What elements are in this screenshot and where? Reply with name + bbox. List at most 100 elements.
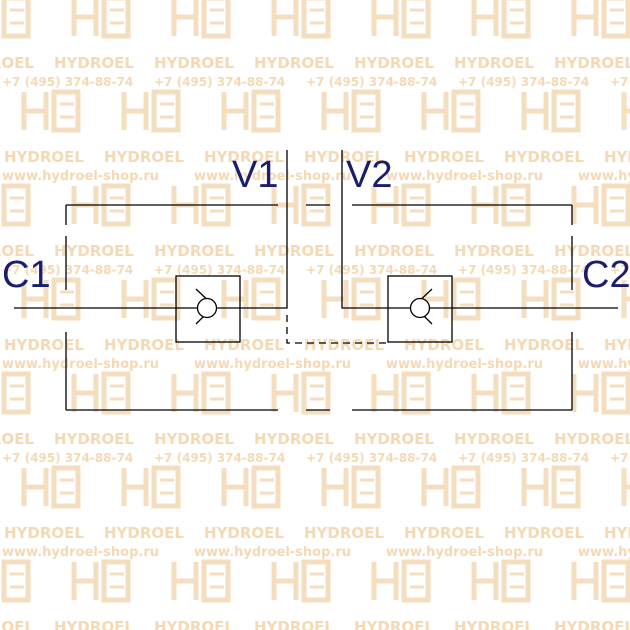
- watermark-logo: [321, 465, 381, 509]
- watermark-brand: HYDROEL: [154, 430, 234, 448]
- watermark-brand: HYDROEL: [0, 618, 34, 630]
- watermark-url: www.hydroel-shop.ru: [194, 545, 351, 560]
- watermark-phone: +7 (495) 374-88-74: [306, 75, 437, 89]
- watermark-brand: HYDROEL: [54, 242, 134, 260]
- watermark-logo: [371, 559, 431, 603]
- watermark-brand: HYDROEL: [54, 618, 134, 630]
- watermark-logo: [571, 371, 630, 415]
- watermark-logo: [171, 371, 231, 415]
- watermark-logo: [221, 277, 281, 321]
- watermark-brand: HYDROEL: [454, 242, 534, 260]
- watermark-brand: HYDROEL: [104, 524, 184, 542]
- watermark-url: www.hydroel-shop.ru: [386, 169, 543, 184]
- watermark-url: www.hydroel-shop.ru: [2, 357, 159, 372]
- watermark-brand: HYDROEL: [154, 242, 234, 260]
- watermark-brand: HYDROEL: [154, 618, 234, 630]
- watermark-logo: [1, 0, 31, 39]
- watermark-logo: [71, 0, 131, 39]
- watermark-phone: +7 (495) 374-88-74: [458, 263, 589, 277]
- watermark-brand: HYDROEL: [0, 430, 34, 448]
- watermark-brand: HYDROEL: [454, 54, 534, 72]
- watermark-logo: [571, 183, 630, 227]
- watermark-brand: HYDROEL: [304, 336, 384, 354]
- watermark-brand: HYDROEL: [204, 524, 284, 542]
- watermark-brand: HYDROEL: [604, 336, 630, 354]
- watermark-brand: HYDROEL: [554, 618, 630, 630]
- check-valve-1-ball: [196, 297, 218, 319]
- watermark-logo: [621, 92, 630, 130]
- watermark-phone: +7 (495) 374-88-74: [2, 451, 133, 465]
- watermark-url: www.hydroel-shop.ru: [386, 545, 543, 560]
- v1-line: [14, 150, 288, 309]
- v2-line: [341, 150, 618, 309]
- check-valve-2-body: [387, 275, 453, 343]
- watermark-phone: +7 (495) 374-88-74: [306, 451, 437, 465]
- watermark-brand: HYDROEL: [454, 430, 534, 448]
- watermark-logo: [421, 465, 481, 509]
- watermark-url: www.hydroel-shop.ru: [2, 169, 159, 184]
- watermark-logo: [1, 371, 31, 415]
- watermark-url: www.hydroel-shop.ru: [2, 545, 159, 560]
- watermark-logo: [271, 0, 331, 39]
- watermark-brand: HYDROEL: [504, 148, 584, 166]
- watermark-brand: HYDROEL: [404, 148, 484, 166]
- watermark-logo: [521, 465, 581, 509]
- watermark-brand: HYDROEL: [154, 54, 234, 72]
- watermark-brand: HYDROEL: [0, 54, 34, 72]
- watermark-brand: HYDROEL: [4, 336, 84, 354]
- watermark-phone: +7 (495) 374-88-74: [2, 263, 133, 277]
- watermark-brand: HYDROEL: [404, 336, 484, 354]
- watermark-brand: HYDROEL: [54, 54, 134, 72]
- watermark-phone: +7 (495) 374-88-74: [610, 75, 630, 89]
- watermark-url: www.hydroel-shop.ru: [578, 357, 630, 372]
- watermark-logo: [421, 89, 481, 133]
- watermark-logo: [221, 465, 281, 509]
- watermark-logo: [71, 559, 131, 603]
- watermark-logo: [1, 183, 31, 227]
- watermark-brand: HYDROEL: [0, 242, 34, 260]
- port-label-v2: V2: [346, 154, 393, 196]
- watermark-brand: HYDROEL: [504, 524, 584, 542]
- watermark-brand: HYDROEL: [504, 336, 584, 354]
- watermark-logo: [471, 559, 531, 603]
- watermark-logo: [371, 371, 431, 415]
- watermark-logo: [71, 371, 131, 415]
- watermark-brand: HYDROEL: [354, 54, 434, 72]
- port-label-v1: V1: [232, 154, 279, 196]
- watermark-brand: HYDROEL: [254, 54, 334, 72]
- watermark-logo: [1, 559, 31, 603]
- watermark-logo: [371, 0, 431, 39]
- check-valve-1-body: [175, 275, 241, 343]
- watermark-brand: HYDROEL: [304, 524, 384, 542]
- watermark-logo: [221, 89, 281, 133]
- watermark-phone: +7 (495) 374-88-74: [306, 263, 437, 277]
- watermark-brand: HYDROEL: [354, 242, 434, 260]
- watermark-logo: [21, 465, 81, 509]
- watermark-brand: HYDROEL: [254, 430, 334, 448]
- port-label-c1: C1: [2, 254, 51, 296]
- watermark-phone: +7 (495) 374-88-74: [458, 75, 589, 89]
- watermark-logo: [521, 89, 581, 133]
- watermark-logo: [621, 280, 630, 318]
- watermark-url: www.hydroel-shop.ru: [194, 357, 351, 372]
- watermark-logo: [121, 89, 181, 133]
- watermark-brand: HYDROEL: [104, 336, 184, 354]
- watermark-logo: [121, 277, 181, 321]
- watermark-phone: +7 (495) 374-88-74: [610, 263, 630, 277]
- watermark-logo: [421, 277, 481, 321]
- watermark-logo: [621, 468, 630, 506]
- watermark-phone: +7 (495) 374-88-74: [2, 75, 133, 89]
- watermark-brand: HYDROEL: [254, 242, 334, 260]
- watermark-brand: HYDROEL: [454, 618, 534, 630]
- watermark-logo: [471, 371, 531, 415]
- watermark-logo: [471, 0, 531, 39]
- watermark-phone: +7 (495) 374-88-74: [154, 451, 285, 465]
- watermark-brand: HYDROEL: [604, 524, 630, 542]
- watermark-brand: HYDROEL: [604, 148, 630, 166]
- watermark-phone: +7 (495) 374-88-74: [610, 451, 630, 465]
- watermark-brand: HYDROEL: [4, 148, 84, 166]
- watermark-url: www.hydroel-shop.ru: [386, 357, 543, 372]
- watermark-brand: HYDROEL: [254, 618, 334, 630]
- watermark-logo: [271, 559, 331, 603]
